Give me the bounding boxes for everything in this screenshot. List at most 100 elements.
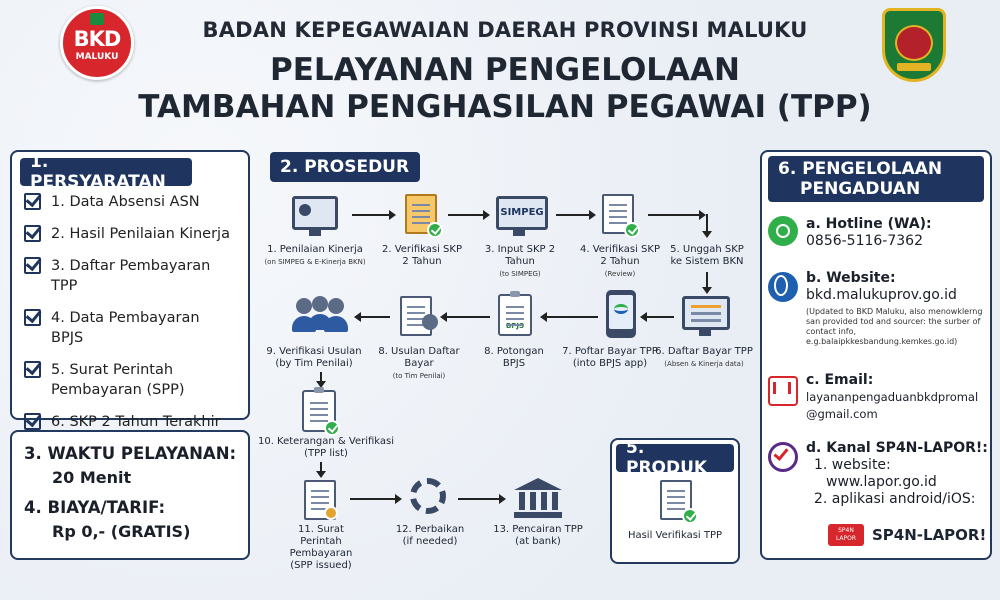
- checkbox-icon: [24, 193, 41, 210]
- document-review-icon: [602, 194, 640, 238]
- step-13-label: 13. Pencairan TPP(at bank): [493, 524, 583, 547]
- step-8b-label: 8. Usulan Daftar Bayar(to Tim Penilai): [378, 346, 460, 380]
- checkbox-icon: [24, 361, 41, 378]
- step-10-label: 10. Keterangan & Verifikasi(TPP list): [257, 436, 395, 459]
- website-note: (Updated to BKD Maluku, also menowklerng…: [806, 307, 983, 346]
- list-item: 1. Data Absensi ASN: [24, 192, 236, 212]
- step-4-label: 4. Verifikasi SKP 2 Tahun(Review): [580, 244, 660, 278]
- flow-arrow: [350, 494, 402, 504]
- flow-arrow: [448, 210, 490, 220]
- kanal-sp4n-lapor: d. Kanal SP4N-LAPOR!: 1. website: www.la…: [806, 440, 990, 508]
- agency-title: BADAN KEPEGAWAIAN DAERAH PROVINSI MALUKU: [202, 18, 808, 42]
- step-9-label: 9. Verifikasi Usulan(by Tim Penilai): [266, 346, 362, 369]
- list-item: 3. Daftar Pembayaran TPP: [24, 256, 236, 296]
- mobile-app-icon: [606, 290, 636, 338]
- list-item: 6. SKP 2 Tahun Terakhir: [24, 412, 236, 432]
- step-7-label: 7. Poftar Bayar TPP(into BPJS app): [562, 346, 658, 369]
- simpeg-monitor-icon: SIMPEG: [496, 196, 548, 236]
- sp4n-lapor-app-name: SP4N-LAPOR!: [872, 526, 987, 544]
- email: c. Email: layananpengaduanbkdpromal @gma…: [806, 372, 990, 423]
- gear-icon: [410, 478, 446, 514]
- whatsapp-icon: [768, 216, 798, 246]
- document-icon: [405, 194, 443, 238]
- bpjs-logo-icon: [614, 304, 628, 314]
- flow-arrow-down: [316, 372, 326, 388]
- flow-arrow: [458, 494, 506, 504]
- waktu-label: 3. WAKTU PELAYANAN:: [24, 444, 237, 463]
- requirements-list: 1. Data Absensi ASN 2. Hasil Penilaian K…: [24, 192, 236, 444]
- officer-icon: [422, 314, 438, 330]
- list-item: 4. Data Pembayaran BPJS: [24, 308, 236, 348]
- bpjs-clipboard-icon: BPJS: [498, 291, 532, 336]
- website-link[interactable]: bkd.malukuprov.go.id: [806, 287, 957, 303]
- persyaratan-heading: 1. PERSYARATAN: [20, 152, 192, 192]
- produk-panel: 5. PRODUK Hasil Verifikasi TPP: [610, 438, 740, 564]
- seal-icon: [324, 506, 338, 520]
- emblem-ribbon-icon: [897, 63, 931, 71]
- check-badge-icon: [427, 222, 443, 238]
- waktu-value: 20 Menit: [52, 468, 132, 487]
- list-item: 2. Hasil Penilaian Kinerja: [24, 224, 236, 244]
- spp-document-icon: [304, 480, 338, 520]
- flow-arrow: [352, 210, 396, 220]
- assessment-team-icon: [290, 296, 350, 336]
- hotline-number[interactable]: 0856-5116-7362: [806, 233, 923, 249]
- gmail-icon: [768, 376, 798, 406]
- produk-heading: 5. PRODUK: [616, 438, 734, 478]
- pengaduan-panel: 6. PENGELOLAAN PENGADUAN a. Hotline (WA)…: [760, 150, 992, 560]
- sp4n-lapor-app-badge[interactable]: SP4N LAPOR: [828, 524, 864, 546]
- website: b. Website: bkd.malukuprov.go.id (Update…: [806, 270, 990, 347]
- bkd-logo: BKD MALUKU: [60, 6, 134, 80]
- payroll-monitor-icon: [682, 296, 730, 336]
- email-address-line-2[interactable]: @gmail.com: [806, 407, 878, 421]
- emblem-center-icon: [895, 25, 933, 61]
- verification-checklist-icon: [302, 387, 340, 436]
- logo-subtext: MALUKU: [75, 52, 119, 62]
- checkbox-icon: [24, 257, 41, 274]
- flow-arrow-down: [702, 272, 712, 294]
- step-3-label: 3. Input SKP 2 Tahun(to SIMPEG): [484, 244, 556, 278]
- step-11-label: 11. Surat Perintah Pembayaran(SPP issued…: [289, 524, 353, 571]
- result-document-icon: [660, 480, 698, 524]
- globe-icon: [768, 272, 798, 302]
- step-5-label: 5. Unggah SKP ke Sistem BKN: [670, 244, 744, 267]
- checkbox-icon: [24, 225, 41, 242]
- flow-arrow: [648, 210, 706, 220]
- list-item: 5. Surat Perintah Pembayaran (SPP): [24, 360, 236, 400]
- checkbox-icon: [24, 413, 41, 430]
- hotline: a. Hotline (WA): 0856-5116-7362: [806, 216, 932, 249]
- maluku-province-emblem: [882, 8, 946, 82]
- check-badge-icon: [324, 420, 340, 436]
- prosedur-heading: 2. PROSEDUR: [270, 152, 420, 182]
- check-badge-icon: [624, 222, 640, 238]
- produk-label: Hasil Verifikasi TPP: [627, 530, 723, 541]
- flow-arrow-down: [316, 462, 326, 478]
- flow-arrow-down: [702, 214, 712, 238]
- flow-arrow: [354, 312, 390, 322]
- lapor-website-link[interactable]: www.lapor.go.id: [826, 474, 937, 490]
- simpeg-screen-label: SIMPEG: [500, 207, 544, 218]
- crest-icon: [90, 13, 104, 25]
- check-badge-icon: [682, 508, 698, 524]
- page-title-line-2: TAMBAHAN PENGHASILAN PEGAWAI (TPP): [138, 89, 872, 125]
- flow-arrow: [556, 210, 596, 220]
- proposal-document-icon: [400, 296, 438, 336]
- biaya-value: Rp 0,- (GRATIS): [52, 522, 191, 541]
- step-12-label: 12. Perbaikan(if needed): [395, 524, 465, 547]
- pengaduan-heading: 6. PENGELOLAAN PENGADUAN: [768, 156, 984, 202]
- flow-arrow: [540, 312, 598, 322]
- step-8-label: 8. Potongan BPJS: [484, 346, 544, 369]
- flow-arrow: [640, 312, 674, 322]
- page-title: PELAYANAN PENGELOLAAN TAMBAHAN PENGHASIL…: [110, 52, 900, 126]
- bpjs-clipboard-label: BPJS: [500, 322, 530, 330]
- lapor-check-icon: [768, 442, 798, 472]
- logo-text: BKD: [73, 27, 122, 51]
- email-address-line-1[interactable]: layananpengaduanbkdpromal: [806, 390, 979, 404]
- user-icon: [299, 204, 311, 216]
- waktu-biaya-panel: 3. WAKTU PELAYANAN: 20 Menit 4. BIAYA/TA…: [10, 430, 250, 560]
- page-title-line-1: PELAYANAN PENGELOLAAN: [270, 52, 740, 88]
- bank-icon: [514, 478, 562, 518]
- step-1-label: 1. Penilaian Kinerja(on SIMPEG & E-Kiner…: [264, 244, 366, 266]
- step-2-label: 2. Verifikasi SKP 2 Tahun: [382, 244, 462, 267]
- checkbox-icon: [24, 309, 41, 326]
